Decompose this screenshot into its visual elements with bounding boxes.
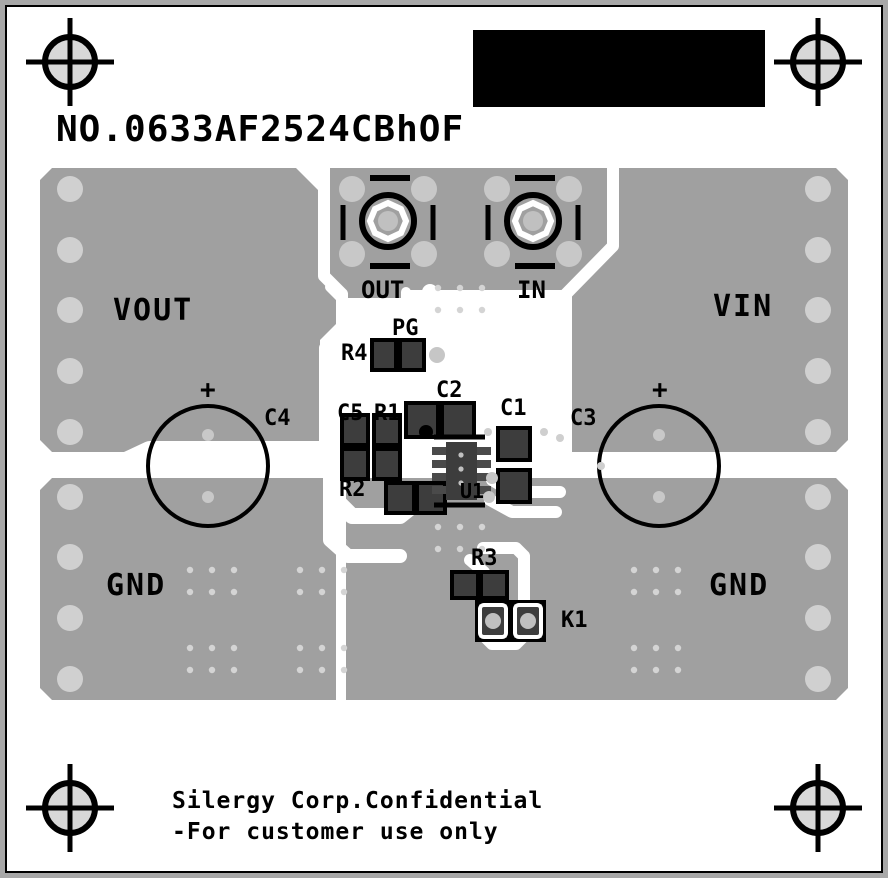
footer-confidential-line: Silergy Corp.Confidential xyxy=(172,788,544,814)
mounting-hole-group xyxy=(57,176,831,692)
redacted-logo-block xyxy=(473,30,765,107)
footer-usage-line: -For customer use only xyxy=(172,819,499,845)
gnd-right-zone-label: GND xyxy=(709,568,770,603)
c2-designator: C2 xyxy=(436,378,463,403)
pg-designator: PG xyxy=(392,316,419,341)
fiducial-bottom-right-icon xyxy=(774,764,862,852)
r2-designator: R2 xyxy=(339,477,366,502)
r4-designator: R4 xyxy=(341,341,368,366)
r1-designator: R1 xyxy=(374,401,401,426)
vout-zone-label: VOUT xyxy=(113,293,194,328)
pad-r3 xyxy=(450,570,509,600)
scattered-via-group xyxy=(484,428,605,470)
in-terminal xyxy=(484,175,582,269)
terminal-block-group xyxy=(339,175,582,269)
vout-copper-pour xyxy=(40,168,336,452)
via-pg xyxy=(429,347,445,363)
vin-zone-label: VIN xyxy=(713,289,774,324)
pad-c5 xyxy=(340,413,370,481)
u1-designator: U1 xyxy=(460,479,485,503)
fiducial-bottom-left-icon xyxy=(26,764,114,852)
pad-r4 xyxy=(370,338,426,372)
gnd-left-copper-pour xyxy=(40,478,336,700)
c5-designator: C5 xyxy=(337,401,364,426)
in-terminal-label: IN xyxy=(517,276,546,304)
c3-polarity-marker: + xyxy=(652,375,668,405)
clearance-gap-group xyxy=(19,162,871,650)
copper-pour-group xyxy=(40,168,848,700)
pad-r1 xyxy=(372,413,402,481)
pad-c2 xyxy=(440,401,476,439)
c3-designator: C3 xyxy=(570,406,597,431)
fiducial-top-left-icon xyxy=(26,18,114,106)
gnd-left-zone-label: GND xyxy=(106,568,167,603)
out-terminal xyxy=(339,175,437,269)
r3-designator: R3 xyxy=(471,546,498,571)
fiducial-top-right-icon xyxy=(774,18,862,106)
c1-designator: C1 xyxy=(500,396,527,421)
vin-copper-pour xyxy=(560,168,848,452)
header-k1-footprint xyxy=(475,600,546,642)
ic-u1-footprint xyxy=(419,425,498,508)
k1-designator: K1 xyxy=(561,608,588,633)
smd-pad-group xyxy=(340,338,532,600)
cap-c4-outline xyxy=(146,404,270,528)
part-number-label: NO.0633AF2524CBhOF xyxy=(56,109,465,150)
gnd-right-copper-pour xyxy=(346,478,848,700)
out-terminal-label: OUT xyxy=(361,276,405,304)
pad-c1 xyxy=(496,426,532,504)
c4-polarity-marker: + xyxy=(200,375,216,405)
c4-designator: C4 xyxy=(264,406,291,431)
